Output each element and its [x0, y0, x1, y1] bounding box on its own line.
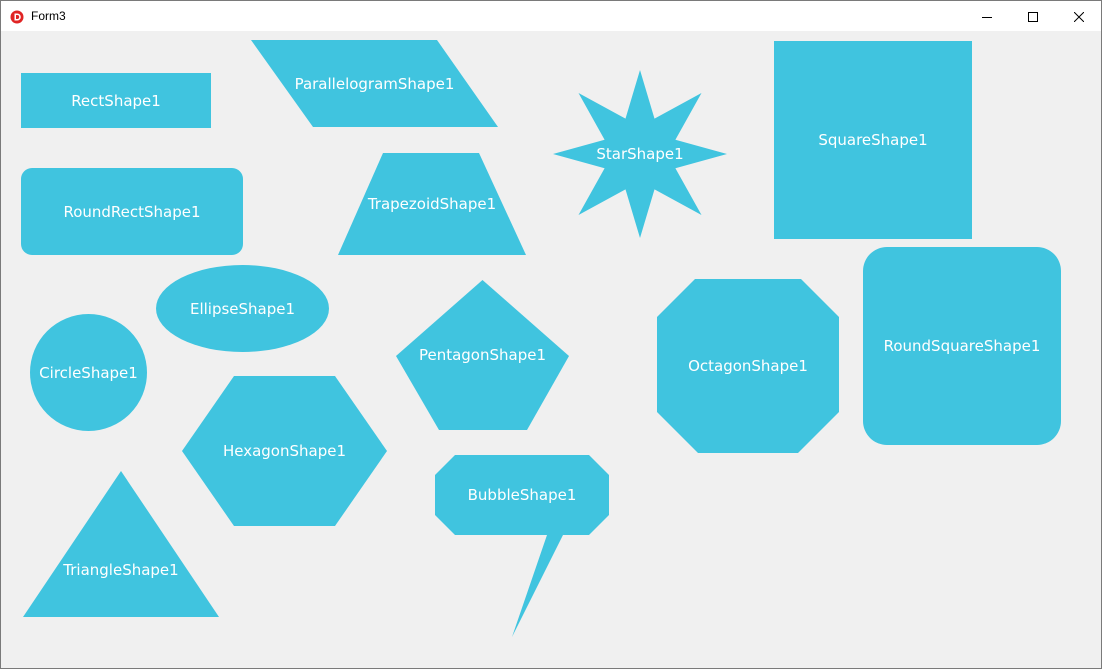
close-button[interactable]: [1056, 1, 1102, 31]
bubble-shape[interactable]: BubbleShape1: [435, 455, 609, 637]
hexagon-shape[interactable]: HexagonShape1: [182, 376, 387, 526]
star-shape[interactable]: StarShape1: [553, 70, 727, 238]
bubble-shape-label: BubbleShape1: [467, 486, 577, 504]
circle-shape[interactable]: CircleShape1: [30, 314, 147, 431]
close-icon: [1073, 7, 1085, 26]
square-shape[interactable]: SquareShape1: [774, 41, 972, 239]
parallelogram-shape-label: ParallelogramShape1: [294, 74, 455, 93]
round-square-shape-label: RoundSquareShape1: [883, 337, 1041, 355]
square-shape-label: SquareShape1: [818, 131, 928, 149]
round-square-shape[interactable]: RoundSquareShape1: [863, 247, 1061, 445]
hexagon-shape-label: HexagonShape1: [222, 442, 347, 460]
round-rect-shape[interactable]: RoundRectShape1: [21, 168, 243, 255]
octagon-shape-label: OctagonShape1: [688, 357, 808, 375]
title-bar[interactable]: Form3: [1, 1, 1101, 31]
maximize-button[interactable]: [1010, 1, 1056, 31]
trapezoid-shape-label: TrapezoidShape1: [367, 195, 497, 213]
parallelogram-shape[interactable]: ParallelogramShape1: [251, 40, 498, 127]
form-client-area: RectShape1 ParallelogramShape1 StarShape…: [1, 31, 1101, 668]
window-title: Form3: [31, 9, 66, 23]
star-shape-label: StarShape1: [596, 145, 684, 163]
rect-shape[interactable]: RectShape1: [21, 73, 211, 128]
delphi-app-icon[interactable]: [10, 9, 24, 24]
triangle-shape-label: TriangleShape1: [63, 561, 179, 579]
minimize-icon: [982, 7, 992, 26]
pentagon-shape-label: PentagonShape1: [418, 346, 547, 364]
round-rect-shape-label: RoundRectShape1: [63, 202, 201, 221]
circle-shape-label: CircleShape1: [39, 363, 138, 382]
maximize-icon: [1028, 7, 1038, 26]
pentagon-shape[interactable]: PentagonShape1: [396, 280, 569, 430]
trapezoid-shape[interactable]: TrapezoidShape1: [338, 153, 526, 255]
triangle-shape[interactable]: TriangleShape1: [23, 471, 219, 617]
ellipse-shape[interactable]: EllipseShape1: [156, 265, 329, 352]
octagon-shape[interactable]: OctagonShape1: [657, 279, 839, 453]
rect-shape-label: RectShape1: [71, 91, 161, 110]
minimize-button[interactable]: [964, 1, 1010, 31]
ellipse-shape-label: EllipseShape1: [189, 299, 296, 318]
